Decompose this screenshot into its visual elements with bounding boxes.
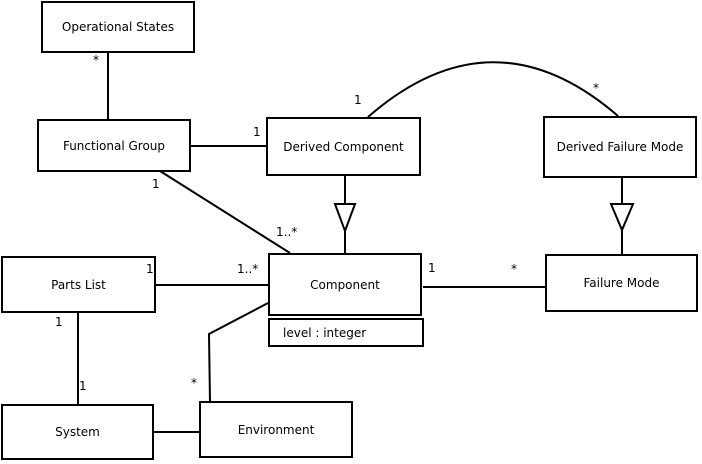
multiplicity-label: * [93,53,99,67]
multiplicity-label: * [191,376,197,390]
multiplicity-label: 1..* [237,262,259,276]
multiplicity-label: * [511,262,517,276]
class-name-label: System [55,425,100,439]
multiplicity-label: 1 [79,379,87,393]
class-box-environment: Environment [199,401,353,458]
class-box-operational-states: Operational States [41,1,195,53]
class-name-compartment: Component [268,253,422,316]
class-box-derived-component: Derived Component [266,117,421,176]
multiplicity-label: 1 [55,315,63,329]
multiplicity-label: 1 [354,93,362,107]
multiplicity-label: * [593,81,599,95]
class-name-label: Environment [237,422,315,437]
class-attribute-compartment: level : integer [268,318,424,347]
multiplicity-label: 1 [253,125,261,139]
class-box-component: Component level : integer [268,253,424,347]
class-name-label: Functional Group [62,138,166,153]
association-arc-derivedcomp-derivedfm [367,61,619,118]
class-box-parts-list: Parts List [1,256,156,313]
multiplicity-label: 1 [146,262,154,276]
generalization-arrowhead-icon [609,203,635,233]
class-name-label: Derived Failure Mode [556,140,684,154]
class-box-failure-mode: Failure Mode [545,254,698,312]
class-box-functional-group: Functional Group [37,119,191,172]
class-box-derived-failure-mode: Derived Failure Mode [543,116,697,178]
class-name-label: Component [310,277,380,292]
class-name-label: Derived Component [283,139,404,154]
class-attribute-label: level : integer [283,325,367,340]
class-name-label: Failure Mode [583,276,660,290]
multiplicity-label: 1 [428,261,436,275]
multiplicity-label: 1 [152,177,160,191]
multiplicity-label: 1..* [276,225,298,239]
class-name-label: Operational States [61,20,175,34]
class-box-system: System [1,404,154,460]
association-line-environment-component [207,302,269,403]
generalization-arrowhead-icon [333,203,357,234]
association-line-funcgroup-component [159,170,291,254]
class-name-label: Parts List [51,277,106,292]
